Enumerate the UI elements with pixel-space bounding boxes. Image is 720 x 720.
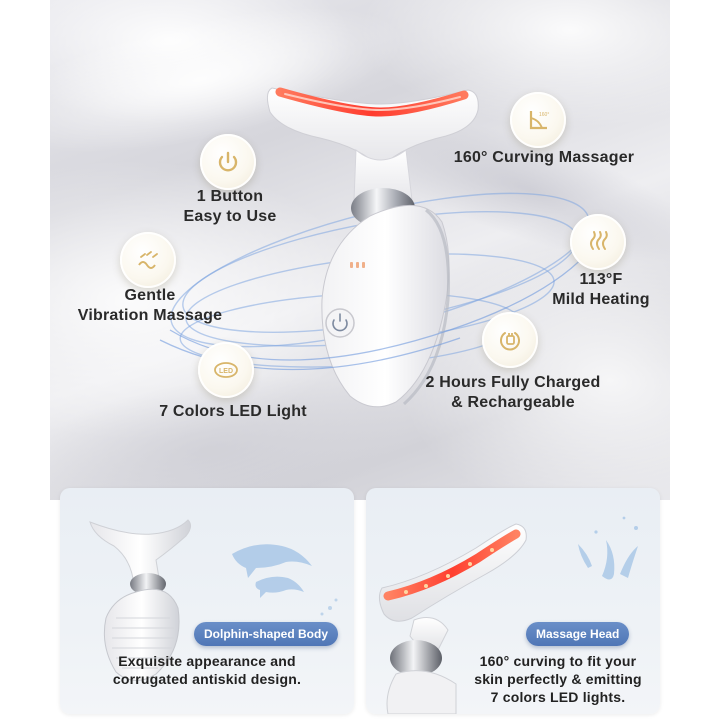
feature-charging-line2: & Rechargeable: [451, 394, 575, 411]
dolphin-body-line2: corrugated antiskid design.: [112, 671, 302, 687]
feature-led: 7 Colors LED Light: [159, 403, 307, 420]
dolphin-body-badge: Dolphin-shaped Body: [194, 622, 338, 646]
panel-massage-head: Massage Head 160° curving to fit your sk…: [366, 488, 660, 714]
indicator-lights: [350, 262, 365, 268]
massage-head-description: 160° curving to fit your skin perfectly …: [456, 652, 660, 706]
feature-one-button-line2: Easy to Use: [183, 208, 277, 225]
feature-showcase: 1 Button Easy to Use 160° 160° Curving M…: [50, 0, 670, 500]
heat-icon: [570, 214, 626, 270]
dolphin-illustration: [232, 544, 312, 598]
led-icon: LED: [198, 342, 254, 398]
angle-icon: 160°: [510, 92, 566, 148]
feature-curving: 160° Curving Massager: [453, 149, 635, 166]
dolphin-body-description: Exquisite appearance and corrugated anti…: [60, 652, 354, 688]
led-icon-text: LED: [219, 368, 233, 375]
feature-one-button-line1: 1 Button: [196, 188, 264, 205]
water-splash-illustration: [578, 516, 638, 580]
panel-dolphin-body: Dolphin-shaped Body Exquisite appearance…: [60, 488, 354, 714]
feature-heating: 113°F Mild Heating: [526, 270, 670, 310]
massage-head-line2: skin perfectly & emitting: [474, 671, 642, 687]
dolphin-body-illustration: [89, 519, 338, 681]
massage-head-badge: Massage Head: [526, 622, 630, 646]
massage-head-line3: 7 colors LED lights.: [490, 689, 626, 705]
plug-icon: [482, 312, 538, 368]
feature-vibration: Gentle Vibration Massage: [50, 286, 250, 326]
feature-charging: 2 Hours Fully Charged & Rechargeable: [396, 373, 630, 413]
svg-text:160°: 160°: [539, 112, 549, 118]
product-infographic: 1 Button Easy to Use 160° 160° Curving M…: [50, 0, 670, 720]
feature-heating-line1: 113°F: [579, 271, 623, 288]
feature-heating-line2: Mild Heating: [552, 291, 650, 308]
silk-shadow: [343, 86, 670, 294]
feature-vibration-line2: Vibration Massage: [77, 307, 223, 324]
massage-head-line1: 160° curving to fit your: [479, 653, 637, 669]
feature-one-button: 1 Button Easy to Use: [160, 187, 300, 227]
vibration-icon: [120, 232, 176, 288]
massage-head-illustration: [378, 516, 638, 714]
feature-charging-line1: 2 Hours Fully Charged: [425, 374, 601, 391]
dolphin-body-line1: Exquisite appearance and: [118, 653, 296, 669]
power-icon: [200, 134, 256, 190]
feature-vibration-line1: Gentle: [124, 287, 176, 304]
